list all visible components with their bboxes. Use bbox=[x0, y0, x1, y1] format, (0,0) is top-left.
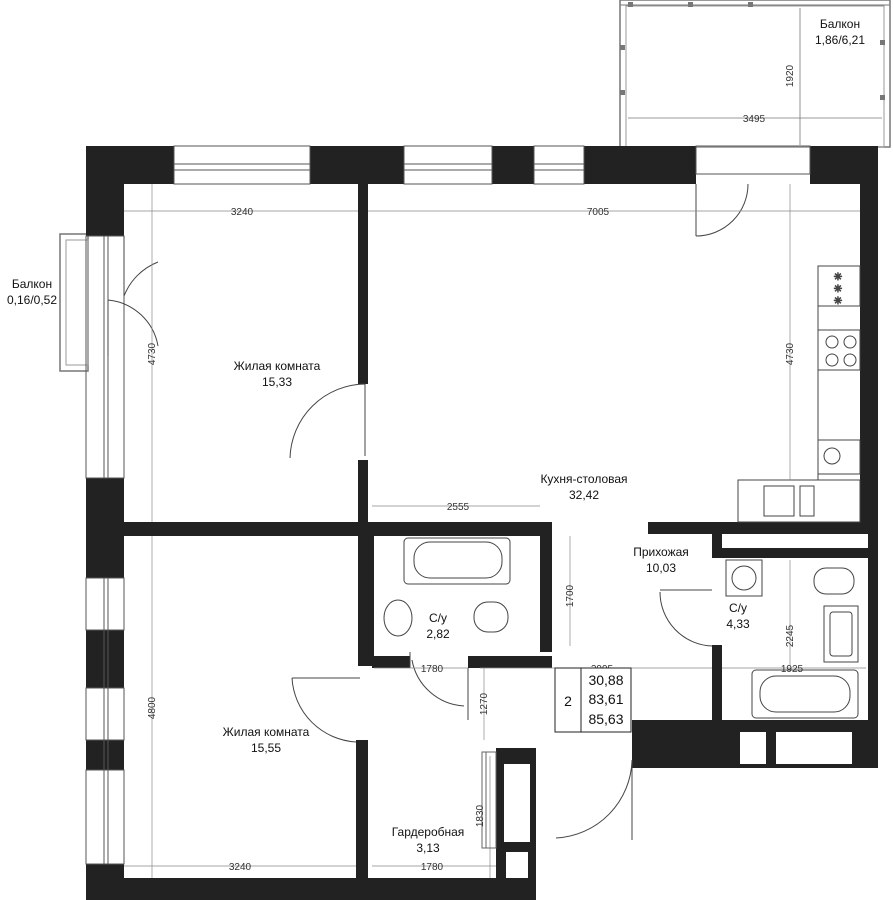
wardrobe-shelf bbox=[481, 751, 497, 849]
rooms-count: 2 bbox=[564, 693, 572, 709]
dim-wardrobe-width: 1780 bbox=[421, 862, 444, 873]
living-room-2-name: Жилая комната bbox=[223, 725, 310, 739]
area-with-balcony: 85,63 bbox=[588, 711, 623, 727]
kitchen-name: Кухня-столовая bbox=[540, 472, 627, 486]
living-room-1-name: Жилая комната bbox=[234, 359, 321, 373]
windows bbox=[85, 145, 811, 865]
room-labels: Балкон 1,86/6,21 Балкон 0,16/0,52 Жилая … bbox=[7, 17, 865, 855]
kitchen-area: 32,42 bbox=[569, 488, 599, 502]
area-living: 30,88 bbox=[588, 672, 623, 688]
bathroom-2-name: С/у bbox=[729, 601, 747, 615]
dim-balcony-width: 3495 bbox=[743, 114, 766, 125]
dim-bath2-height: 2245 bbox=[785, 624, 796, 647]
area-total: 83,61 bbox=[588, 691, 623, 707]
hallway-name: Прихожая bbox=[633, 545, 689, 559]
dimension-lines bbox=[124, 184, 866, 878]
svg-text:✳: ✳ bbox=[834, 284, 842, 295]
living-room-1-area: 15,33 bbox=[262, 375, 292, 389]
dim-living1-width: 3240 bbox=[231, 207, 254, 218]
wardrobe-area: 3,13 bbox=[416, 841, 440, 855]
balcony-left-name: Балкон bbox=[12, 277, 52, 291]
dim-bath2-width: 1925 bbox=[781, 664, 804, 675]
walls bbox=[86, 146, 878, 900]
fixtures: ✳ ✳ ✳ bbox=[383, 265, 861, 719]
dim-balcony-height: 1920 bbox=[785, 64, 796, 87]
dim-kitchen-height: 4730 bbox=[785, 342, 796, 365]
dim-hall-gap: 1270 bbox=[479, 692, 490, 715]
balcony-top bbox=[619, 0, 891, 148]
bathroom-2-area: 4,33 bbox=[726, 617, 750, 631]
dim-living1-height: 4730 bbox=[147, 342, 158, 365]
hallway-area: 10,03 bbox=[646, 561, 676, 575]
doors bbox=[107, 183, 749, 840]
living-room-2-area: 15,55 bbox=[251, 741, 281, 755]
dim-wardrobe-height: 1830 bbox=[475, 804, 486, 827]
dim-bath1-width: 1780 bbox=[421, 664, 444, 675]
svg-text:✳: ✳ bbox=[834, 296, 842, 307]
balcony-top-area: 1,86/6,21 bbox=[815, 33, 865, 47]
bathroom-1-area: 2,82 bbox=[426, 627, 450, 641]
dim-kitchen-width: 7005 bbox=[587, 207, 610, 218]
dim-kitchen-lower: 2555 bbox=[447, 502, 470, 513]
balcony-top-name: Балкон bbox=[820, 17, 860, 31]
bathroom-1-name: С/у bbox=[429, 611, 447, 625]
area-summary-box: 2 30,88 83,61 85,63 bbox=[554, 667, 632, 733]
dim-living2-height: 4800 bbox=[147, 696, 158, 719]
wardrobe-name: Гардеробная bbox=[392, 825, 465, 839]
dim-bath1-height: 1700 bbox=[565, 584, 576, 607]
svg-text:✳: ✳ bbox=[834, 272, 842, 283]
dim-living2-width: 3240 bbox=[229, 862, 252, 873]
balcony-left-area: 0,16/0,52 bbox=[7, 293, 57, 307]
balcony-left bbox=[59, 233, 89, 372]
